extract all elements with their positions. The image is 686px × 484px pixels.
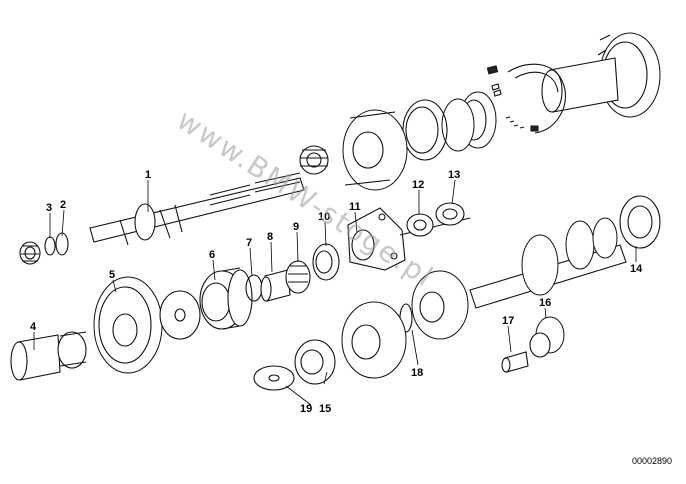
callout-12: 12: [412, 179, 424, 191]
callout-9: 9: [293, 221, 299, 233]
small-bearing: [19, 241, 41, 265]
slotted-nut: [435, 202, 465, 226]
washer-ring: [44, 232, 69, 256]
callout-7: 7: [246, 237, 252, 249]
callout-11: 11: [349, 201, 361, 213]
upper-gear-cluster: [299, 32, 661, 191]
callout-numbers: 1 2 3 4 5 6 7 8 9 10 11 12 13 14 15 16 1…: [30, 169, 643, 415]
callout-5: 5: [109, 269, 115, 281]
counter-shaft: [469, 195, 661, 309]
callout-17: 17: [502, 315, 514, 327]
callout-13: 13: [448, 169, 460, 181]
callout-15: 15: [319, 403, 331, 415]
main-shaft: [89, 172, 305, 246]
drawing-number: 00002890: [632, 456, 672, 466]
bearing-ring: [312, 243, 340, 281]
callout-4: 4: [30, 321, 37, 333]
lower-washer: [253, 365, 295, 391]
lower-ball-bearing: [294, 339, 336, 385]
callout-8: 8: [267, 231, 273, 243]
leader-lines: [33, 179, 637, 406]
thrust-washer: [159, 290, 201, 340]
collar-nut: [406, 213, 434, 237]
callout-10: 10: [318, 211, 330, 223]
callout-3: 3: [46, 202, 52, 214]
small-pinion: [529, 316, 565, 358]
callout-6: 6: [209, 249, 215, 261]
roller-bearing: [285, 260, 311, 294]
ball-bearing: [199, 267, 253, 330]
small-sleeve: [501, 351, 529, 373]
callout-19: 19: [300, 403, 312, 415]
lower-helical-gears: [341, 270, 469, 379]
callout-1: 1: [145, 169, 151, 181]
large-spur-gear: [93, 276, 163, 374]
callout-14: 14: [630, 263, 643, 275]
spacer-sleeve: [260, 269, 291, 302]
bushing-sleeve: [10, 331, 87, 381]
callout-2: 2: [60, 199, 66, 211]
callout-18: 18: [411, 367, 423, 379]
callout-16: 16: [539, 297, 551, 309]
